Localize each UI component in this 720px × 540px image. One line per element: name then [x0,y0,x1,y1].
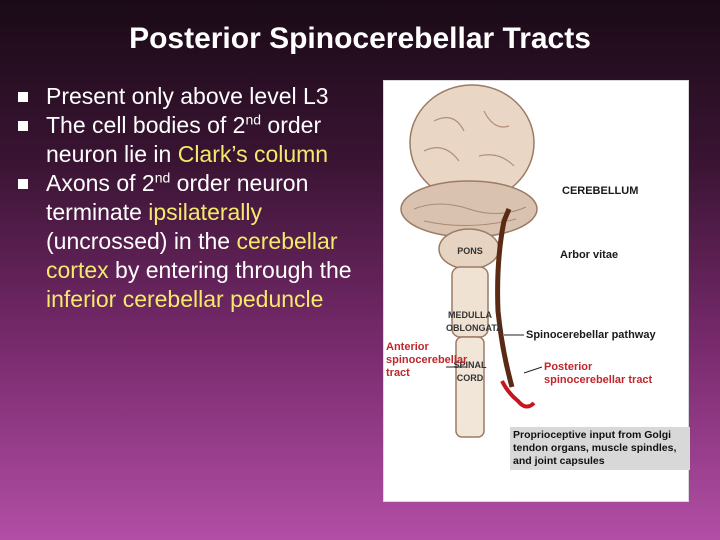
proprioceptive-input-box: Proprioceptive input from Golgi tendon o… [510,427,690,470]
bullet-item: The cell bodies of 2nd order neuron lie … [14,111,374,169]
posterior-line1: Posterior [544,361,593,373]
bullet-text: order neuron terminate [46,170,309,225]
spino-pathway-label: Spinocerebellar pathway [526,329,656,341]
medulla-label: MEDULLA OBLONGATA [446,309,503,335]
highlight-text: Clark’s column [177,141,329,167]
spinal-line2: CORD [456,373,484,383]
highlight-text: ipsilaterally [148,199,263,225]
anterior-line3: tract [386,367,410,379]
anterior-line1: Anterior [386,341,429,353]
bullet-text: (uncrossed) in the [46,228,237,254]
anterior-line2: spinocerebellar [386,354,468,366]
spinal-cord-label: SPINAL CORD [450,359,490,385]
anatomy-figure: CEREBELLUM Arbor vitae PONS MEDULLA OBLON… [383,80,690,502]
pons-label: PONS [457,246,483,256]
spinal-cord-shape [455,336,485,438]
bullet-text: Present only above level L3 [46,83,329,109]
bullet-list: Present only above level L3 The cell bod… [14,82,374,314]
bullet-item: Axons of 2nd order neuron terminate ipsi… [14,169,374,314]
superscript: nd [154,169,171,186]
brainstem-illustration [400,84,543,438]
bullet-item: Present only above level L3 [14,82,374,111]
medulla-line2: OBLONGATA [446,323,503,333]
square-bullet-icon [18,179,28,189]
medulla-line1: MEDULLA [448,310,492,320]
posterior-pointer [523,366,543,374]
bullet-text: by entering through the [108,257,352,283]
brain-gyri [423,110,515,167]
posterior-line2: spinocerebellar tract [544,374,653,386]
highlight-text: cerebellar cortex [46,228,338,283]
superscript: nd [245,111,262,128]
square-bullet-icon [18,92,28,102]
slide-title: Posterior Spinocerebellar Tracts [129,22,591,55]
proprioceptive-input-line [500,380,536,409]
square-bullet-icon [18,121,28,131]
highlight-text: inferior cerebellar peduncle [46,286,324,312]
spinal-line1: SPINAL [453,360,487,370]
bullet-text: The cell bodies of 2 [46,112,246,138]
bullet-text: Axons of 2 [46,170,155,196]
arbor-vitae-label: Arbor vitae [560,249,619,261]
bullet-text: order neuron lie in [46,112,322,167]
cerebellum-label: CEREBELLUM [562,185,639,197]
spinocerebellar-pathway-line [495,208,515,388]
